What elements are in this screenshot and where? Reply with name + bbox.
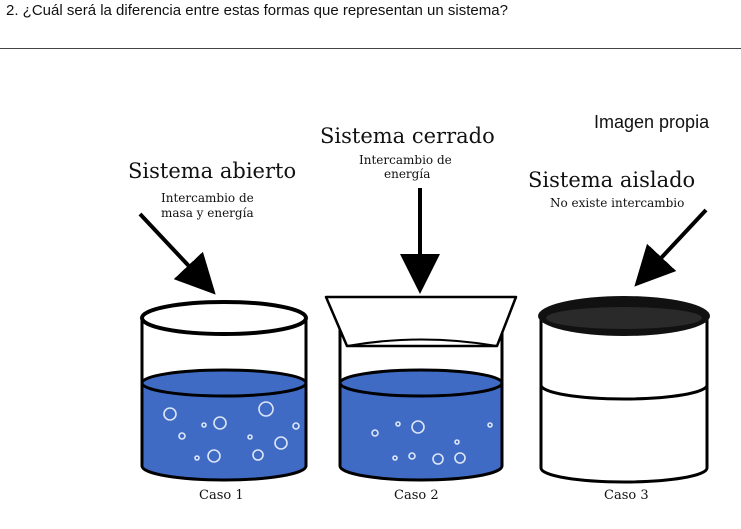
desc-open-line-1: Intercambio de bbox=[161, 191, 254, 205]
water-surface-open bbox=[140, 368, 308, 398]
question-text: 2. ¿Cuál será la diferencia entre estas … bbox=[6, 2, 508, 19]
title-isolated-system: Sistema aislado bbox=[528, 168, 695, 192]
image-credit: Imagen propia bbox=[594, 112, 710, 132]
inner-level-isolated bbox=[539, 384, 709, 401]
answer-line bbox=[0, 48, 741, 49]
desc-open-line-2: masa y energía bbox=[161, 206, 254, 220]
bubbles-closed bbox=[371, 420, 493, 465]
bubbles-open bbox=[163, 401, 300, 463]
arrow-isolated-system bbox=[634, 208, 708, 287]
water-open bbox=[142, 383, 306, 480]
arrow-open-system bbox=[138, 212, 216, 295]
case-label-1: Caso 1 bbox=[199, 488, 244, 503]
desc-closed-line-2: energía bbox=[384, 167, 430, 181]
desc-closed-line-1: Intercambio de bbox=[359, 153, 452, 167]
water-surface-closed bbox=[338, 368, 504, 398]
title-open-system: Sistema abierto bbox=[128, 159, 296, 183]
beaker-open bbox=[140, 300, 308, 482]
beaker-closed bbox=[324, 295, 518, 482]
case-label-2: Caso 2 bbox=[394, 488, 439, 503]
beaker-isolated bbox=[538, 296, 710, 484]
title-closed-system: Sistema cerrado bbox=[320, 124, 495, 148]
case-label-3: Caso 3 bbox=[604, 488, 649, 503]
desc-isolated-line-1: No existe intercambio bbox=[550, 196, 684, 210]
rim-open bbox=[140, 300, 308, 336]
